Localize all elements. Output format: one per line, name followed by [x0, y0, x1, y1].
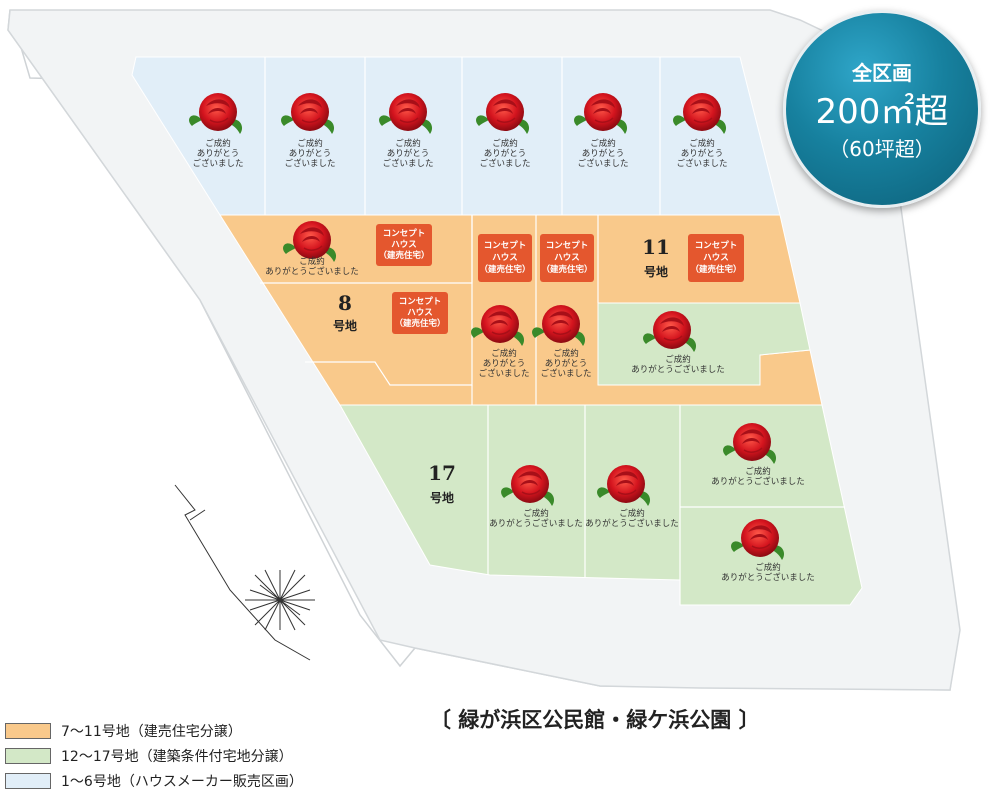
- lots-1-6-area: [131, 56, 781, 216]
- lot-number: 17: [428, 461, 456, 485]
- sold-label: ご成約ありがとうございました: [577, 138, 628, 169]
- sold-label: ご成約ありがとうございました: [631, 354, 725, 375]
- svg-text:コンセプトハウス（建売住宅）: コンセプトハウス（建売住宅）: [394, 296, 445, 329]
- sold-label: ご成約ありがとうございました: [721, 562, 815, 583]
- badge-line1: 全区画: [852, 60, 912, 85]
- badge-line2: 200㎡超: [815, 91, 949, 132]
- legend-label: 7〜11号地（建売住宅分譲）: [61, 723, 242, 740]
- compass-icon: [174, 484, 315, 661]
- legend-swatch: [5, 747, 51, 764]
- concept-house-badge: コンセプトハウス（建売住宅）: [392, 292, 448, 334]
- sold-label: ご成約ありがとうございました: [265, 256, 359, 277]
- area-badge: 全区画 200㎡超 （60坪超）: [783, 10, 981, 208]
- svg-text:コンセプトハウス（建売住宅）: コンセプトハウス（建売住宅）: [479, 240, 530, 275]
- sold-label: ご成約ありがとうございました: [711, 466, 805, 487]
- svg-text:コンセプトハウス（建売住宅）: コンセプトハウス（建売住宅）: [690, 240, 741, 275]
- concept-house-badge: コンセプトハウス（建売住宅）: [540, 234, 594, 282]
- sold-label: ご成約ありがとうございました: [284, 138, 335, 169]
- lot-suffix: 号地: [644, 264, 668, 279]
- sold-label: ご成約ありがとうございました: [585, 508, 679, 529]
- sold-label: ご成約ありがとうございました: [676, 138, 727, 169]
- svg-text:コンセプトハウス（建売住宅）: コンセプトハウス（建売住宅）: [378, 228, 429, 261]
- legend-swatch: [5, 772, 51, 789]
- lot-suffix: 号地: [430, 490, 454, 505]
- sold-label: ご成約ありがとうございました: [489, 508, 583, 529]
- lot-suffix: 号地: [333, 318, 357, 333]
- sold-label: ご成約ありがとうございました: [382, 138, 433, 169]
- sold-label: ご成約ありがとうございました: [540, 348, 591, 379]
- lot-12-area: [597, 302, 811, 386]
- legend-item: 1〜6号地（ハウスメーカー販売区画）: [5, 768, 303, 793]
- legend-item: 12〜17号地（建築条件付宅地分譲）: [5, 743, 303, 768]
- legend: 7〜11号地（建売住宅分譲） 12〜17号地（建築条件付宅地分譲） 1〜6号地（…: [5, 718, 303, 793]
- lot-number: 11: [642, 235, 670, 259]
- park-label: 〔 緑が浜区公民館・緑ケ浜公園 〕: [430, 708, 760, 732]
- lot-number: 8: [338, 291, 352, 315]
- concept-house-badge: コンセプトハウス（建売住宅）: [478, 234, 532, 282]
- sold-label: ご成約ありがとうございました: [478, 348, 529, 379]
- sold-label: ご成約ありがとうございました: [479, 138, 530, 169]
- legend-label: 1〜6号地（ハウスメーカー販売区画）: [61, 773, 303, 790]
- concept-house-badge: コンセプトハウス（建売住宅）: [376, 224, 432, 266]
- sold-label: ご成約ありがとうございました: [192, 138, 243, 169]
- legend-label: 12〜17号地（建築条件付宅地分譲）: [61, 748, 293, 765]
- concept-house-badge: コンセプトハウス（建売住宅）: [688, 234, 744, 282]
- badge-line3: （60坪超）: [829, 136, 935, 161]
- legend-item: 7〜11号地（建売住宅分譲）: [5, 718, 303, 743]
- svg-text:コンセプトハウス（建売住宅）: コンセプトハウス（建売住宅）: [541, 240, 592, 275]
- legend-swatch: [5, 722, 51, 739]
